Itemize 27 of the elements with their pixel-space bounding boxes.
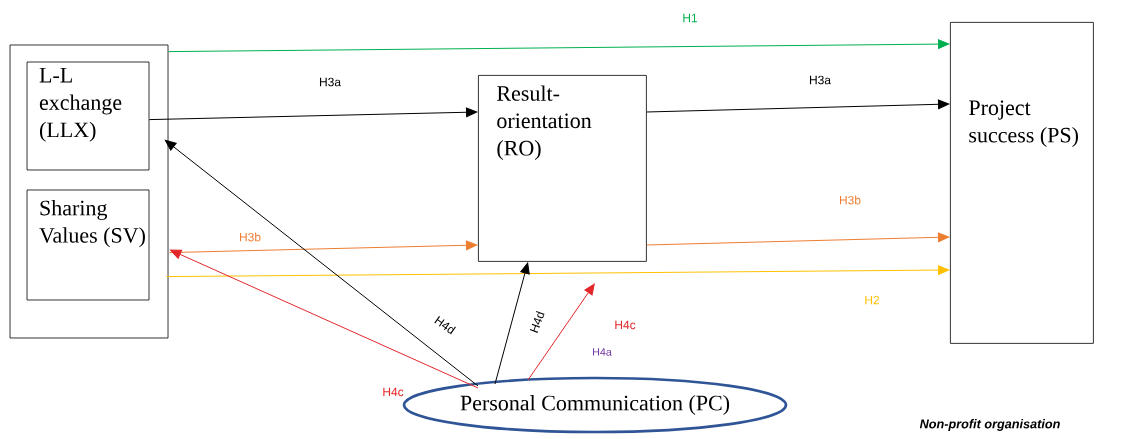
concept-box: Project success (PS) <box>950 22 1094 344</box>
edge-label: H4c <box>613 319 637 331</box>
edge-label: H4c <box>381 386 405 398</box>
edge-label: H1 <box>681 12 699 24</box>
concept-box: Result-orientation (RO) <box>478 75 647 262</box>
concept-box: L-L exchange (LLX) <box>26 61 150 171</box>
group-box <box>9 44 169 339</box>
edge-label: H4d <box>431 313 459 337</box>
edge-label: H3a <box>807 74 833 86</box>
arrow <box>165 265 950 278</box>
edge-label: H3b <box>237 231 263 243</box>
edge-label: H2 <box>863 294 881 306</box>
arrow <box>148 107 478 121</box>
hypothesis-label: H4a <box>593 348 612 356</box>
arrow <box>494 262 530 385</box>
arrow <box>646 232 950 246</box>
arrow <box>168 240 478 254</box>
note: Non-profit organisation <box>919 419 1060 431</box>
edge-label: H4d <box>527 308 547 336</box>
concept-box: Sharing Values (SV) <box>26 189 150 301</box>
arrow <box>646 99 950 113</box>
edge-label: H3b <box>837 194 863 206</box>
edge-label: H3a <box>317 76 343 88</box>
arrow <box>164 139 479 387</box>
arrow <box>167 39 950 53</box>
arrow <box>170 249 479 389</box>
arrow <box>527 283 595 381</box>
